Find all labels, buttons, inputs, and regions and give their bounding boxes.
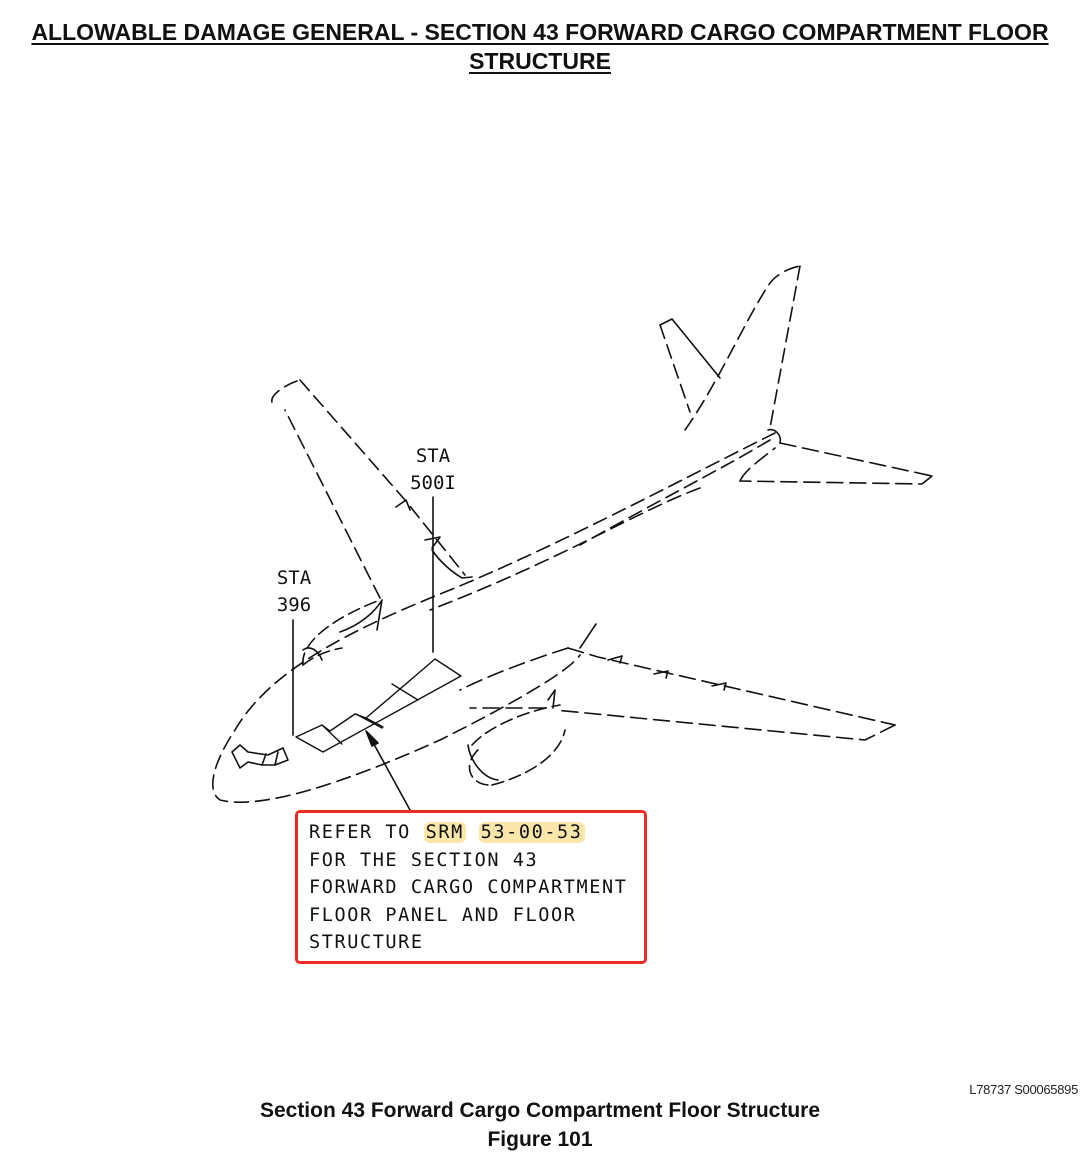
cargo-floor-panels (295, 658, 462, 753)
near-engine (468, 704, 566, 786)
callout-line-3: FORWARD CARGO COMPARTMENT (309, 877, 628, 899)
page-title: ALLOWABLE DAMAGE GENERAL - SECTION 43 FO… (0, 18, 1080, 76)
caption-figure-number: Figure 101 (487, 1128, 593, 1151)
near-wing (459, 647, 896, 741)
figure-caption: Section 43 Forward Cargo Compartment Flo… (0, 1096, 1080, 1154)
drawing-reference-id: L78737 S00065895 (969, 1082, 1078, 1097)
station-label-500I-line2: 500I (410, 472, 456, 494)
station-label-396-line2: 396 (276, 594, 312, 616)
vertical-tail (659, 265, 801, 431)
callout-arrow-line (369, 736, 411, 811)
callout-arrowhead (365, 730, 379, 747)
callout-line-4: FLOOR PANEL AND FLOOR (309, 904, 577, 926)
title-line-2: STRUCTURE (469, 48, 611, 74)
horizontal-stabilizer (739, 442, 933, 485)
station-label-396-line1: STA (276, 567, 312, 589)
srm-reference-callout: REFER TO SRM 53-00-53 FOR THE SECTION 43… (295, 810, 647, 964)
title-line-1: ALLOWABLE DAMAGE GENERAL - SECTION 43 FO… (31, 19, 1049, 45)
far-engine (302, 599, 381, 666)
far-wing-flap-tab (395, 499, 411, 511)
callout-prefix: REFER TO (309, 822, 424, 843)
srm-highlight: SRM (423, 822, 466, 843)
cockpit-windows (231, 744, 289, 769)
callout-line-2: FOR THE SECTION 43 (309, 849, 539, 871)
station-label-500I-line1: STA (415, 445, 451, 467)
srm-number-highlight[interactable]: 53-00-53 (478, 822, 585, 843)
station-label-500I: STA 500I (403, 443, 463, 497)
station-label-396: STA 396 (264, 565, 324, 619)
far-wing-flap-tab-2 (424, 536, 441, 549)
callout-line-5: STRUCTURE (309, 932, 424, 954)
fuselage-outline (212, 432, 776, 803)
far-wing-root (431, 549, 473, 579)
caption-title: Section 43 Forward Cargo Compartment Flo… (259, 1099, 821, 1122)
